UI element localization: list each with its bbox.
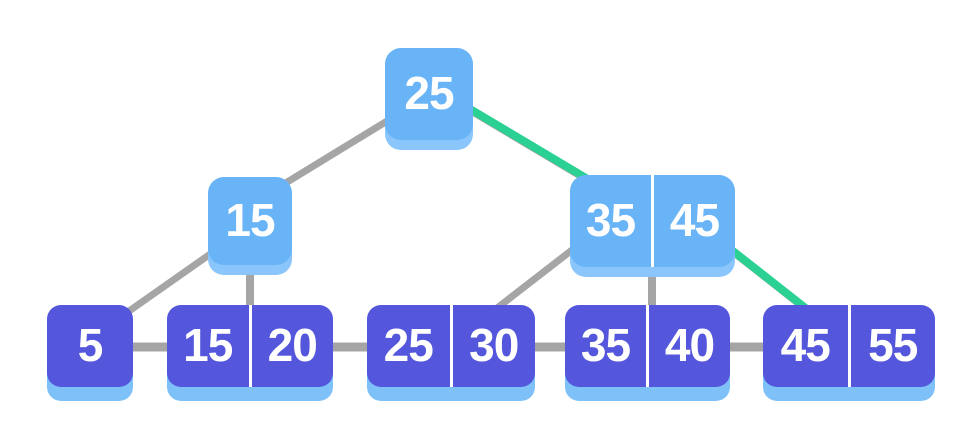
- key-divider: [248, 305, 252, 387]
- tree-leaf-15-20: 15 20: [167, 305, 333, 387]
- node-key: 45: [669, 194, 720, 246]
- edge-node-35-45-to-leaf-25-30: [489, 247, 575, 315]
- key-divider: [646, 305, 649, 387]
- node-key: 25: [383, 319, 434, 371]
- edge-root-to-node-15: [282, 115, 394, 187]
- key-divider: [847, 305, 851, 387]
- tree-node-root-25: 25: [385, 48, 473, 140]
- key-divider: [651, 175, 654, 267]
- node-key: 55: [868, 319, 918, 371]
- node-key: 40: [664, 319, 715, 371]
- tree-leaf-25-30: 25 30: [367, 305, 535, 387]
- edge-root-to-node-35-45-highlight: [462, 102, 599, 188]
- node-key: 15: [225, 194, 275, 246]
- node-key: 25: [404, 67, 454, 119]
- tree-leaf-5: 5: [47, 305, 133, 387]
- node-key: 20: [267, 319, 318, 371]
- tree-leaf-35-40: 35 40: [565, 305, 730, 387]
- node-key: 35: [585, 194, 636, 246]
- key-divider: [449, 305, 453, 387]
- node-key: 15: [183, 319, 233, 371]
- node-key: 45: [780, 319, 831, 371]
- edge-node-35-45-to-leaf-45-55-highlight: [721, 240, 811, 314]
- node-key: 30: [469, 319, 519, 371]
- node-key: 5: [77, 319, 104, 371]
- tree-leaf-45-55: 45 55: [763, 305, 935, 387]
- edge-node-15-to-leaf-5: [119, 247, 219, 319]
- tree-node-35-45: 35 45: [570, 175, 735, 267]
- node-key: 35: [580, 319, 631, 371]
- tree-node-15: 15: [208, 177, 292, 265]
